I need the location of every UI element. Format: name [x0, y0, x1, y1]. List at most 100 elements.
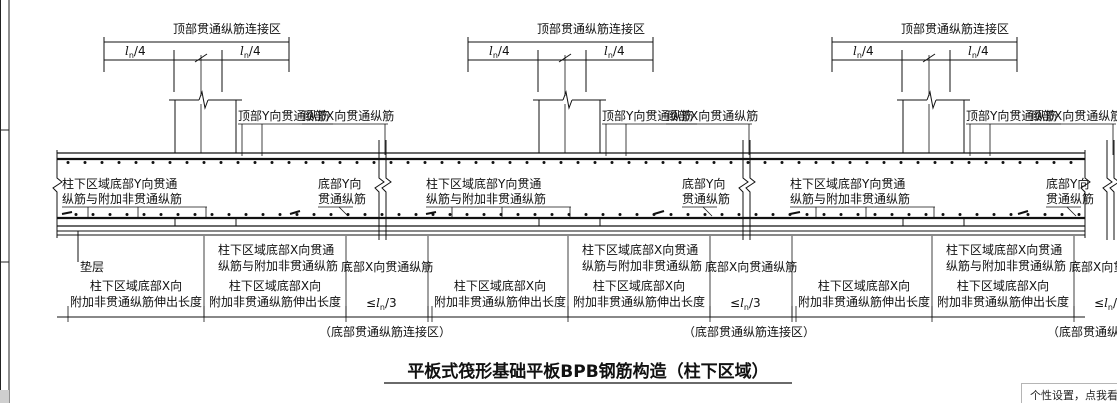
rebar-dot [712, 161, 716, 164]
rebar-dot [924, 213, 928, 216]
rebar-dot [907, 213, 911, 216]
rebar-dot [202, 161, 206, 164]
rebar-dot [1026, 213, 1030, 216]
rebar-dot [380, 213, 384, 216]
rebar-dot [686, 213, 690, 216]
rebar-dot [916, 161, 920, 164]
rebar-dot [873, 213, 877, 216]
top-y-rebar-label: 顶部Y向贯通纵筋 [966, 108, 1057, 123]
rebar-dot [618, 213, 622, 216]
rebar-dot [278, 213, 282, 216]
column-zone-x-rebar-label-2: 纵筋与附加非贯通纵筋 [946, 258, 1066, 273]
bottom-y-rebar-label-2: 贯通纵筋 [1046, 191, 1094, 206]
rebar-dot [227, 213, 231, 216]
column-zone-x-rebar-label-1: 柱下区域底部X向贯通 [946, 242, 1062, 257]
rebar-dot [125, 213, 129, 216]
rebar-dot [91, 213, 95, 216]
bottom-y-rebar-label-2: 贯通纵筋 [682, 191, 730, 206]
top-y-rebar-label: 顶部Y向贯通纵筋 [238, 108, 329, 123]
ln-third-mark: ≤ln/3 [730, 296, 761, 312]
ln-quarter-left: ln/4 [853, 44, 874, 60]
ln-quarter-right: ln/4 [240, 44, 261, 60]
rebar-dot [287, 161, 291, 164]
ln-quarter-left: ln/4 [489, 44, 510, 60]
rebar-dot [635, 213, 639, 216]
rebar-dot [66, 161, 70, 164]
rebar-dot [890, 213, 894, 216]
rebar-dot [601, 213, 605, 216]
rebar-dot [542, 161, 546, 164]
bottom-y-rebar-label-1: 底部Y向 [1046, 176, 1089, 191]
rebar-dot [805, 213, 809, 216]
rebar-dot [771, 213, 775, 216]
rebar-dot [729, 161, 733, 164]
bottom-x-rebar-label: 底部X向贯通纵筋 [705, 259, 797, 274]
rebar-dot [244, 213, 248, 216]
rebar-dot [576, 161, 580, 164]
rebar-dot [763, 161, 767, 164]
bottom-y-rebar-label-1: 底部Y向 [682, 176, 725, 191]
rebar-dot [295, 213, 299, 216]
rebar-dot [457, 161, 461, 164]
top-connection-zone-label: 顶部贯通纵筋连接区 [173, 21, 281, 36]
rebar-dot [669, 213, 673, 216]
rebar-dot [941, 213, 945, 216]
rebar-dots [66, 161, 1081, 216]
rebar-dot [142, 213, 146, 216]
rebar-dot [975, 213, 979, 216]
rebar-dot [1001, 161, 1005, 164]
rebar-dot [397, 213, 401, 216]
rebar-dot [814, 161, 818, 164]
title-group: 平板式筏形基础平板BPB钢筋构造（柱下区域） [384, 361, 792, 384]
rebar-dot [423, 161, 427, 164]
rebar-dot [363, 213, 367, 216]
column-zone-y-rebar-label-2: 纵筋与附加非贯通纵筋 [790, 191, 910, 206]
rebar-dot [856, 213, 860, 216]
rebar-dot [100, 161, 104, 164]
rebar-dot [899, 161, 903, 164]
bottom-connection-zone-label: （底部贯通纵筋连接区） [319, 324, 451, 339]
rebar-dot [261, 213, 265, 216]
rebar-dot [491, 161, 495, 164]
rebar-dot [754, 213, 758, 216]
rebar-dot [406, 161, 410, 164]
rebar-dot [1018, 161, 1022, 164]
bottom-x-rebar-label: 底部X向贯通纵筋 [1069, 259, 1117, 274]
ln-quarter-right: ln/4 [968, 44, 989, 60]
cushion-label: 垫层 [80, 259, 104, 274]
rebar-dot [720, 213, 724, 216]
rebar-dot [559, 161, 563, 164]
bottom-x-rebar-label: 底部X向贯通纵筋 [341, 259, 433, 274]
rebar-dot [822, 213, 826, 216]
rebar-dot [1052, 161, 1056, 164]
rebar-dot [678, 161, 682, 164]
rebar-dot [270, 161, 274, 164]
extension-label-right-2: 附加非贯通纵筋伸出长度 [573, 294, 705, 309]
extension-label-left-1: 柱下区域底部X向 [454, 278, 546, 293]
rebar-dot [176, 213, 180, 216]
rebar-dot [848, 161, 852, 164]
rebar-dot [346, 213, 350, 216]
ln-quarter-left: ln/4 [125, 44, 146, 60]
extension-label-left-2: 附加非贯通纵筋伸出长度 [70, 294, 202, 309]
rebar-dot [134, 161, 138, 164]
diagram-title: 平板式筏形基础平板BPB钢筋构造（柱下区域） [407, 361, 768, 382]
column-zone-x-rebar-label-1: 柱下区域底部X向贯通 [582, 242, 698, 257]
personal-settings-popup[interactable]: 个性设置，点我看 [1021, 383, 1117, 403]
left-margin-strip [0, 0, 10, 403]
extension-label-left-2: 附加非贯通纵筋伸出长度 [798, 294, 930, 309]
column-zone-x-rebar-label-2: 纵筋与附加非贯通纵筋 [582, 258, 702, 273]
rebar-dot [431, 213, 435, 216]
cushion-callout: 垫层 [77, 231, 104, 274]
rebar-dot [958, 213, 962, 216]
rebar-dot [1077, 213, 1081, 216]
extension-label-left-2: 附加非贯通纵筋伸出长度 [434, 294, 566, 309]
top-x-rebar-label: 顶部X向贯通纵筋 [1030, 108, 1117, 123]
rebar-dot [1009, 213, 1013, 216]
rebar-dot [440, 161, 444, 164]
rebar-dot [593, 161, 597, 164]
